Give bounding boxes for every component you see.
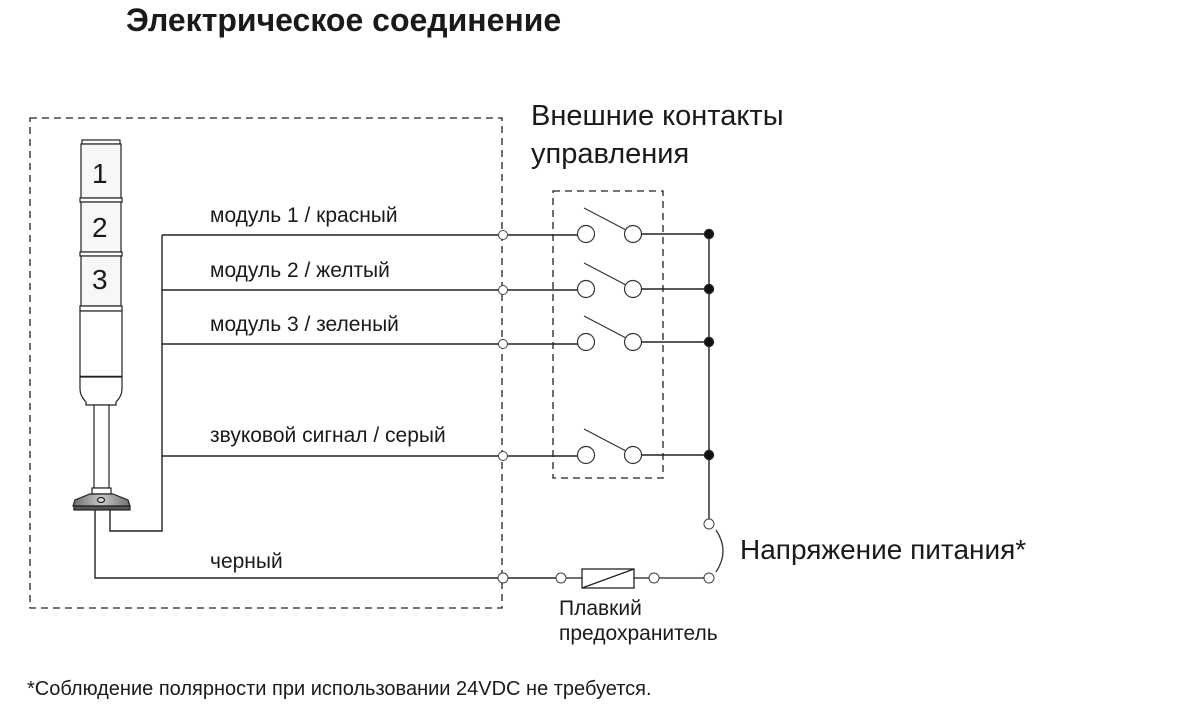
external-contacts-label-line1: Внешние контакты: [531, 100, 784, 132]
wire-label-module2: модуль 2 / желтый: [210, 259, 390, 282]
terminal-module2: [498, 285, 508, 295]
junction-dot: [703, 283, 715, 295]
switch-buzzer: [576, 428, 708, 465]
external-contacts-label-line2: управления: [531, 138, 690, 170]
footnote: *Соблюдение полярности при использовании…: [27, 678, 652, 700]
power-supply-label: Напряжение питания*: [740, 534, 1027, 565]
power-terminal-bottom: [703, 572, 715, 584]
signal-tower: [72, 139, 131, 511]
tower-module-1: [80, 143, 122, 199]
fuse-label-line1: Плавкий: [559, 597, 642, 620]
terminal-module1: [498, 230, 508, 240]
wire-label-module3: модуль 3 / зеленый: [210, 313, 399, 336]
power-terminal-top: [703, 518, 715, 530]
device-terminals: [497, 230, 509, 584]
junction-dot: [703, 449, 715, 461]
terminal-module3: [498, 339, 508, 349]
junction-dot: [703, 336, 715, 348]
control-switches: [576, 207, 708, 465]
tower-module-1-number: 1: [92, 158, 108, 189]
common-bus: [703, 228, 715, 519]
wire-label-module1: модуль 1 / красный: [210, 204, 398, 227]
switch-module2: [576, 262, 708, 299]
fuse-label-line2: предохранитель: [559, 622, 718, 645]
wire-label-buzzer: звуковой сигнал / серый: [210, 424, 446, 447]
power-bracket: [715, 529, 724, 573]
power-terminals: [703, 518, 724, 584]
tower-pole: [93, 404, 110, 489]
tower-module-2-number: 2: [92, 212, 108, 243]
wire-label-common: черный: [210, 550, 283, 573]
switch-module1: [576, 207, 708, 244]
tower-module-3-number: 3: [92, 264, 108, 295]
internal-wires: [94, 234, 578, 579]
junction-dot: [703, 228, 715, 240]
tower-module-3: [80, 255, 122, 307]
switch-module3: [576, 315, 708, 352]
external-contacts-box: [552, 190, 664, 479]
tower-buzzer-module: [79, 310, 123, 378]
terminal-buzzer: [498, 451, 508, 461]
terminal-common: [497, 572, 509, 584]
fuse-circuit: [555, 568, 704, 589]
diagram-title: Электрическое соединение: [126, 2, 562, 38]
